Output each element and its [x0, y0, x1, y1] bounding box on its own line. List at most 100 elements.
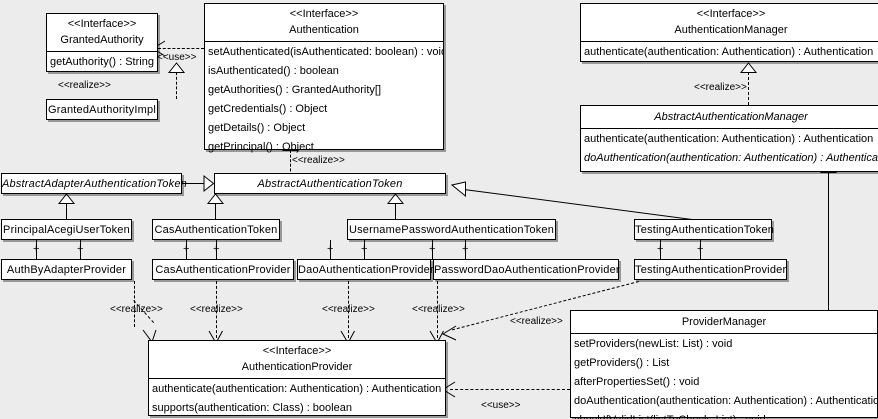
generalization-line-testing-token: [463, 189, 693, 221]
realize-arrow-provider-5: [441, 325, 457, 341]
class-name-dao-authentication-provider: DaoAuthenticationProvider: [298, 264, 434, 276]
class-authentication-provider[interactable]: <<Interface>> AuthenticationProvider aut…: [148, 340, 446, 416]
assoc-plus-cas-2: +: [213, 243, 220, 255]
generalization-arrow-principal-token: [57, 193, 76, 204]
method-get-credentials: getCredentials() : Object: [208, 103, 328, 115]
class-separator-authentication-manager: [581, 41, 878, 42]
class-granted-authority-impl[interactable]: GrantedAuthorityImpl: [46, 99, 158, 120]
relation-label-use-granted-authority: <<use>>: [157, 52, 197, 63]
assoc-line-principal-1: [36, 240, 37, 259]
class-password-dao-authentication-provider[interactable]: PasswordDaoAuthenticationProvider: [433, 259, 620, 280]
realize-arrow-granted-authority: [167, 62, 186, 73]
class-separator-abstract-authentication-manager: [581, 128, 878, 129]
class-separator-granted-authority: [47, 51, 157, 52]
method-is-authenticated: isAuthenticated() : boolean: [208, 65, 339, 77]
class-name-authentication: Authentication: [289, 24, 359, 36]
relation-label-realize-authentication-manager: <<realize>>: [694, 82, 747, 93]
class-abstract-authentication-manager[interactable]: AbstractAuthenticationManager authentica…: [580, 105, 878, 172]
assoc-plus-testing-2: +: [697, 243, 704, 255]
class-testing-authentication-provider[interactable]: TestingAuthenticationProvider: [634, 259, 787, 280]
class-auth-by-adapter-provider[interactable]: AuthByAdapterProvider: [1, 259, 132, 280]
method-check-if-valid-list: checkIfValidList(listToCheck: List) : vo…: [571, 411, 877, 419]
class-cas-authentication-provider[interactable]: CasAuthenticationProvider: [152, 259, 294, 280]
realize-line-authentication: [290, 150, 291, 176]
class-name-granted-authority: GrantedAuthority: [60, 34, 144, 46]
assoc-plus-principal-1: +: [33, 243, 40, 255]
method-set-providers: setProviders(newList: List) : void: [574, 338, 733, 350]
generalization-arrow-cas-token: [206, 193, 225, 204]
assoc-plus-principal-2: +: [77, 243, 84, 255]
method-get-details: getDetails() : Object: [208, 122, 306, 134]
class-members-provider-manager: setProviders(newList: List) : void getPr…: [571, 334, 877, 419]
class-members-authentication-manager: authenticate(authentication: Authenticat…: [581, 42, 878, 63]
class-separator-provider-manager: [571, 333, 877, 334]
class-name-authentication-provider: AuthenticationProvider: [241, 361, 353, 373]
class-dao-authentication-provider[interactable]: DaoAuthenticationProvider: [297, 259, 434, 280]
class-provider-manager[interactable]: ProviderManager setProviders(newList: Li…: [570, 310, 878, 419]
relation-label-realize-provider-2: <<realize>>: [190, 304, 243, 315]
class-name-abstract-adapter-authentication-token: AbstractAdapterAuthenticationToken: [2, 178, 187, 190]
assoc-line-principal-2: [80, 240, 81, 259]
use-line-provider-manager: [450, 389, 570, 390]
realize-line-authentication-manager: [748, 72, 749, 105]
realize-arrow-authentication-manager: [739, 62, 758, 73]
class-header-authentication-manager: <<Interface>> AuthenticationManager: [581, 4, 878, 41]
class-members-granted-authority: getAuthority() : String: [47, 52, 157, 73]
generalization-arrow-adapter-token: [203, 174, 215, 193]
assoc-line-cas-2: [216, 240, 217, 259]
method-do-authentication-provider-manager: doAuthentication(authentication: Authent…: [574, 395, 877, 407]
class-header-provider-manager: ProviderManager: [571, 311, 877, 333]
class-name-cas-authentication-token: CasAuthenticationToken: [154, 224, 278, 236]
generalization-line-principal-token: [66, 203, 67, 220]
method-get-providers: getProviders() : List: [574, 357, 670, 369]
assoc-plus-username-2: +: [361, 243, 368, 255]
class-header-granted-authority: <<Interface>> GrantedAuthority: [47, 14, 157, 51]
assoc-plus-username-4: +: [462, 243, 469, 255]
method-supports-provider: supports(authentication: Class) : boolea…: [152, 402, 352, 414]
class-cas-authentication-token[interactable]: CasAuthenticationToken: [152, 219, 280, 240]
class-separator-authentication: [205, 41, 443, 42]
class-authentication[interactable]: <<Interface>> Authentication setAuthenti…: [204, 3, 444, 153]
class-username-password-authentication-token[interactable]: UsernamePasswordAuthenticationToken: [347, 219, 556, 240]
class-stereotype-authentication-manager: <<Interface>>: [696, 8, 766, 20]
class-name-testing-authentication-token: TestingAuthenticationToken: [635, 224, 775, 236]
class-name-granted-authority-impl: GrantedAuthorityImpl: [48, 104, 156, 116]
generalization-arrow-testing-token: [450, 181, 466, 198]
realize-line-provider-3: [348, 281, 349, 338]
class-name-cas-authentication-provider: CasAuthenticationProvider: [155, 264, 291, 276]
method-get-principal: getPrincipal() : Object: [208, 141, 314, 153]
class-members-abstract-authentication-manager: authenticate(authentication: Authenticat…: [581, 129, 878, 169]
class-granted-authority[interactable]: <<Interface>> GrantedAuthority getAuthor…: [46, 13, 158, 72]
assoc-plus-username-1: +: [327, 243, 334, 255]
class-abstract-authentication-token[interactable]: AbstractAuthenticationToken: [214, 173, 446, 194]
class-separator-authentication-provider: [149, 378, 445, 379]
class-name-abstract-authentication-manager: AbstractAuthenticationManager: [654, 111, 808, 123]
class-members-authentication: setAuthenticated(isAuthenticated: boolea…: [205, 42, 443, 158]
assoc-line-username-1: [330, 240, 331, 259]
relation-label-realize-provider-4: <<realize>>: [412, 304, 465, 315]
class-abstract-adapter-authentication-token[interactable]: AbstractAdapterAuthenticationToken: [1, 173, 187, 194]
relation-label-realize-provider-5: <<realize>>: [510, 316, 563, 327]
method-get-authorities: getAuthorities() : GrantedAuthority[]: [208, 84, 382, 96]
method-authenticate-abstract-manager: authenticate(authentication: Authenticat…: [584, 133, 874, 145]
class-authentication-manager[interactable]: <<Interface>> AuthenticationManager auth…: [580, 3, 878, 62]
class-name-username-password-authentication-token: UsernamePasswordAuthenticationToken: [348, 224, 555, 236]
method-after-properties-set: afterPropertiesSet() : void: [574, 376, 700, 388]
assoc-line-cas-1: [186, 240, 187, 259]
assoc-line-username-3: [432, 240, 433, 259]
assoc-plus-cas-1: +: [183, 243, 190, 255]
relation-label-realize-provider-1: <<realize>>: [110, 304, 163, 315]
class-name-auth-by-adapter-provider: AuthByAdapterProvider: [6, 264, 127, 276]
assoc-line-testing-2: [700, 240, 701, 259]
class-name-authentication-manager: AuthenticationManager: [674, 24, 788, 36]
use-line-granted-authority: [158, 48, 204, 49]
generalization-arrow-username-token: [386, 193, 405, 204]
class-members-authentication-provider: authenticate(authentication: Authenticat…: [149, 379, 445, 419]
class-testing-authentication-token[interactable]: TestingAuthenticationToken: [634, 219, 775, 240]
class-principal-acegi-user-token[interactable]: PrincipalAcegiUserToken: [1, 219, 132, 240]
assoc-plus-username-3: +: [429, 243, 436, 255]
relation-label-realize-provider-3: <<realize>>: [322, 304, 375, 315]
realize-line-granted-authority: [176, 72, 177, 99]
realize-line-provider-4: [437, 281, 438, 338]
relation-label-realize-granted-authority: <<realize>>: [58, 80, 111, 91]
